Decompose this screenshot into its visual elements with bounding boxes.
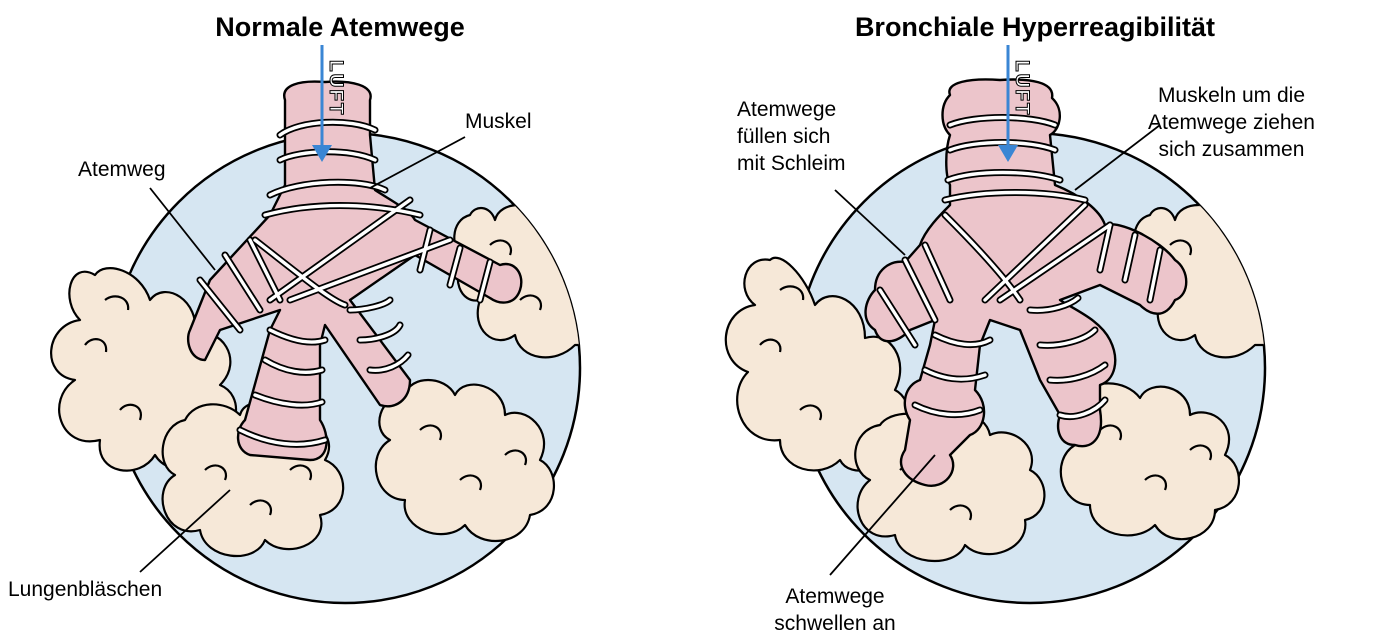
air-label: LUFT bbox=[325, 60, 346, 117]
normal-airway-illustration: LUFT bbox=[0, 0, 690, 641]
label-muscle: Muskel bbox=[465, 108, 532, 135]
label-muscles-contract: Muskeln um die Atemwege ziehen sich zusa… bbox=[1148, 82, 1315, 163]
label-mucus: Atemwege füllen sich mit Schleim bbox=[737, 96, 846, 177]
label-swelling: Atemwege schwellen an bbox=[750, 583, 920, 637]
label-alveoli: Lungenbläschen bbox=[8, 576, 162, 603]
label-airway: Atemweg bbox=[78, 156, 166, 183]
air-label-right: LUFT bbox=[1011, 60, 1032, 117]
